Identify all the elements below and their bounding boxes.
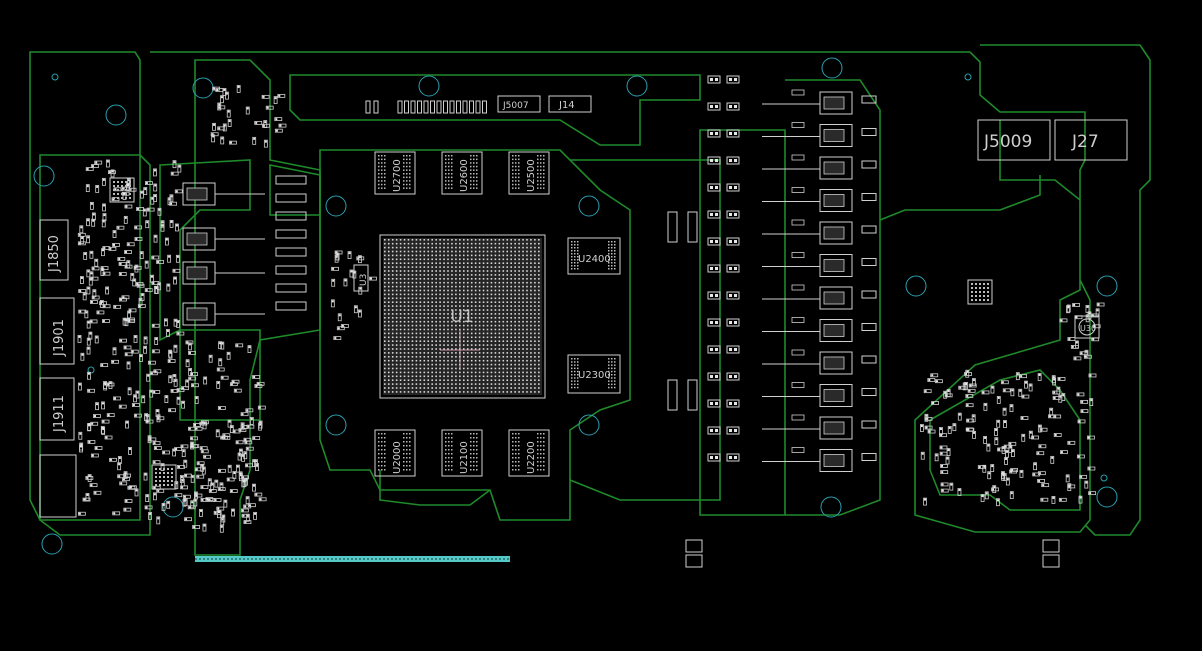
memory-labels: U2700 U2600 U2500 U2000 U2100 U2200 U240… bbox=[392, 159, 611, 474]
right-power-outline bbox=[879, 175, 1041, 221]
j27-label: J27 bbox=[1071, 132, 1099, 152]
misc-labels: U3 U30 J5007 J14 bbox=[353, 95, 1100, 339]
small-hole-3 bbox=[1100, 474, 1108, 482]
capacitor-columns bbox=[275, 75, 740, 462]
u2600-label: U2600 bbox=[459, 159, 470, 192]
inner-trace-4 bbox=[379, 470, 491, 506]
left-io-connectors bbox=[39, 219, 77, 518]
hole-16 bbox=[1096, 486, 1118, 508]
right-lower-outline bbox=[929, 369, 1081, 511]
memory-chip-u2200 bbox=[508, 429, 550, 477]
connector-j1911 bbox=[39, 377, 75, 441]
core-region-outline bbox=[289, 74, 701, 146]
left-io-outline bbox=[29, 51, 151, 536]
connector-j-bottom bbox=[39, 454, 77, 518]
vrm-mosfets bbox=[182, 89, 877, 472]
j14-label: J14 bbox=[558, 100, 575, 111]
memory-chip-u2000 bbox=[374, 429, 416, 477]
hole-4 bbox=[418, 75, 440, 97]
memory-chip-u2300 bbox=[567, 354, 621, 394]
j1911-label: J1911 bbox=[52, 395, 67, 433]
j5009-label: J5009 bbox=[983, 132, 1032, 152]
u2200-label: U2200 bbox=[526, 441, 537, 474]
inner-trace-2 bbox=[269, 164, 321, 216]
memory-chip-u2400 bbox=[567, 237, 621, 275]
connector-j1901 bbox=[39, 297, 75, 365]
hole-1 bbox=[105, 104, 127, 126]
board-outlines bbox=[29, 44, 1151, 556]
u2700-label: U2700 bbox=[392, 159, 403, 192]
hole-5 bbox=[626, 75, 648, 97]
gpu-region-outline bbox=[319, 149, 631, 521]
hole-12 bbox=[1096, 275, 1118, 297]
connector-j1850 bbox=[39, 219, 69, 281]
memory-chip-u2500 bbox=[508, 151, 550, 195]
u2000-label: U2000 bbox=[392, 441, 403, 474]
connector-j27 bbox=[1054, 119, 1128, 161]
u2500-label: U2500 bbox=[526, 159, 537, 192]
j5007-label: J5007 bbox=[502, 101, 529, 111]
power-connectors: J5009 J27 bbox=[977, 119, 1128, 161]
pcie-edge-connector bbox=[195, 556, 510, 562]
u30-label: U30 bbox=[1080, 324, 1096, 333]
small-hole-4 bbox=[87, 366, 95, 374]
u2400-label: U2400 bbox=[578, 254, 611, 265]
hole-10 bbox=[578, 414, 600, 436]
hole-2 bbox=[33, 165, 55, 187]
u2100-label: U2100 bbox=[459, 441, 470, 474]
u1-label: U1 bbox=[450, 307, 473, 327]
hole-15 bbox=[41, 533, 63, 555]
memory-chip-u2600 bbox=[441, 151, 483, 195]
inner-trace-5 bbox=[699, 159, 721, 501]
memory-chips-top bbox=[374, 151, 621, 477]
connector-j5009 bbox=[977, 119, 1051, 161]
inner-trace-3 bbox=[179, 329, 261, 421]
vrm-inductors bbox=[215, 103, 820, 462]
mounting-holes bbox=[33, 57, 1118, 555]
hole-9 bbox=[325, 414, 347, 436]
hole-14 bbox=[162, 496, 184, 518]
j1901-label: J1901 bbox=[52, 319, 67, 357]
hole-11 bbox=[905, 275, 927, 297]
memory-chip-u2700 bbox=[374, 151, 416, 195]
u2300-label: U2300 bbox=[578, 370, 611, 381]
memory-chip-u2100 bbox=[441, 429, 483, 477]
component-pads bbox=[77, 85, 1105, 568]
u1-gpu-package: U1 bbox=[379, 234, 546, 399]
hole-6 bbox=[821, 57, 843, 79]
u3-label: U3 bbox=[359, 274, 369, 286]
hole-8 bbox=[578, 195, 600, 217]
small-hole-1 bbox=[51, 73, 59, 81]
small-hole-2 bbox=[964, 73, 972, 81]
phase-column-outline bbox=[785, 79, 881, 516]
hole-7 bbox=[325, 195, 347, 217]
hole-13 bbox=[820, 496, 842, 518]
inner-trace-1 bbox=[159, 159, 251, 342]
main-board-outline bbox=[150, 51, 1091, 533]
right-connector-outline bbox=[980, 44, 1151, 536]
j1850-label: J1850 bbox=[47, 235, 62, 273]
